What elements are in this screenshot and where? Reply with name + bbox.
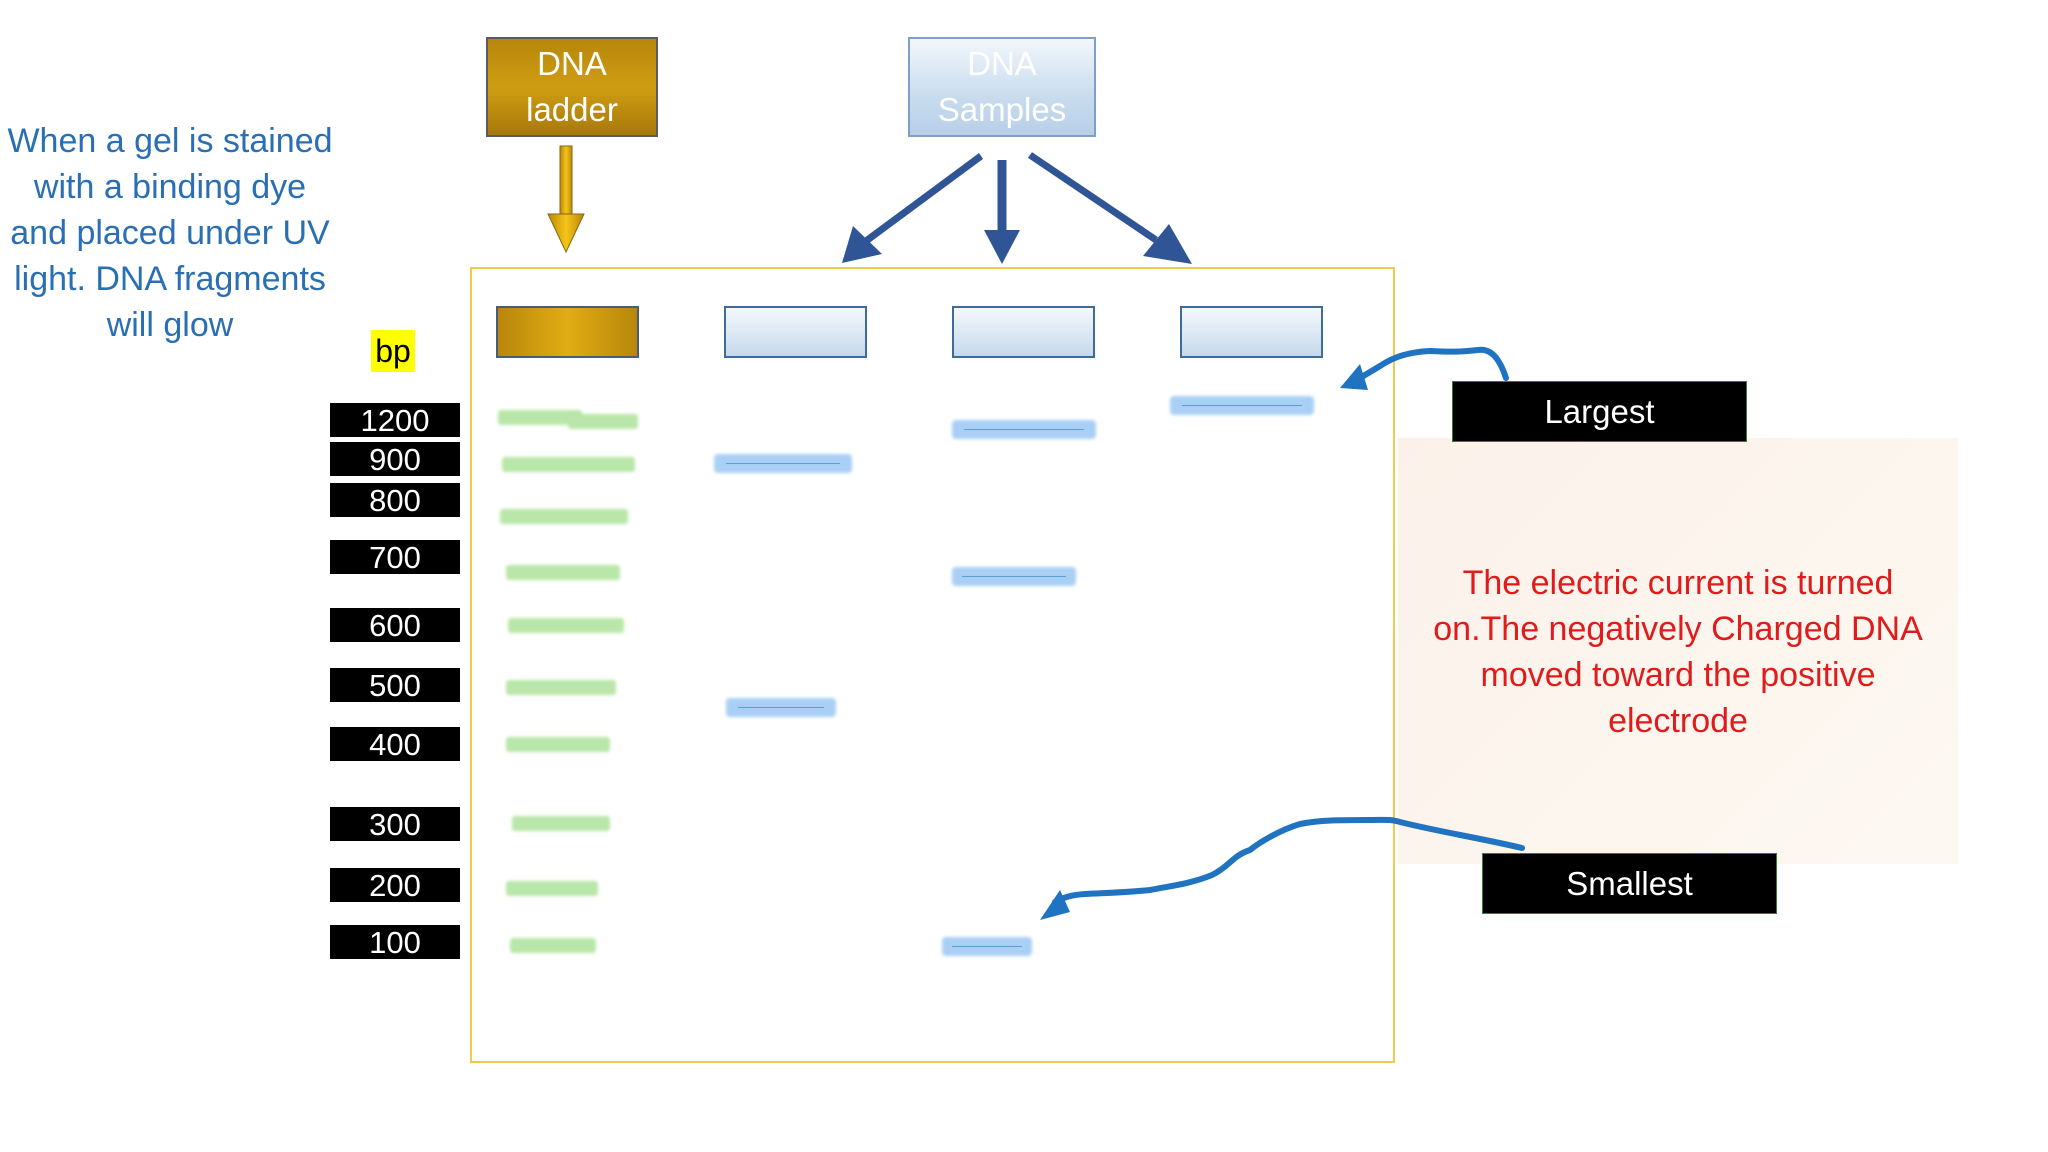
size-tag-400: 400 [330, 727, 460, 762]
size-tag-900: 900 [330, 442, 460, 477]
ladder-band-200 [506, 881, 598, 896]
ladder-band-1200 [568, 414, 638, 429]
uv-stain-note: When a gel is stained with a binding dye… [0, 118, 340, 348]
size-tag-1200: 1200 [330, 403, 460, 438]
sample-band-line [964, 429, 1084, 430]
electric-current-note-line: moved toward the positive [1480, 656, 1876, 694]
sample-band-line [738, 707, 824, 708]
size-tag-700: 700 [330, 540, 460, 575]
ladder-band-100 [510, 938, 596, 953]
uv-stain-note-line: and placed under UV [10, 214, 330, 252]
sample-arrow-left [842, 153, 984, 263]
sample-band-line [962, 576, 1066, 577]
sample-well-2 [952, 306, 1095, 358]
dna-samples-header: DNA Samples [908, 37, 1096, 137]
size-tag-500: 500 [330, 668, 460, 703]
ladder-band-600 [508, 618, 624, 633]
sample-band-line [1182, 405, 1302, 406]
electric-current-note-line: on.The negatively Charged DNA [1433, 610, 1923, 648]
smallest-callout: Smallest [1482, 853, 1777, 914]
size-tag-800: 800 [330, 483, 460, 518]
dna-ladder-header-line: DNA [537, 45, 607, 82]
uv-stain-note-line: will glow [106, 306, 234, 344]
uv-stain-note-line: with a binding dye [33, 168, 307, 206]
largest-pointer-arrow [1340, 346, 1509, 390]
ladder-well [496, 306, 639, 358]
sample-band-line [952, 946, 1022, 947]
size-tag-300: 300 [330, 807, 460, 842]
ladder-band-300 [512, 816, 610, 831]
dna-samples-header-line: Samples [937, 91, 1067, 128]
ladder-band-700 [506, 565, 620, 580]
ladder-band-900 [502, 457, 635, 472]
dna-ladder-header-line: ladder [526, 91, 618, 128]
dna-samples-header-line: DNA [967, 45, 1037, 82]
size-tag-200: 200 [330, 868, 460, 903]
smallest-pointer-arrow [1040, 816, 1525, 920]
uv-stain-note-line: When a gel is stained [7, 122, 333, 160]
dna-ladder-header: DNA ladder [486, 37, 658, 137]
electrode-note-panel [1398, 438, 1958, 864]
ladder-band-1200 [498, 410, 582, 425]
sample-arrow-center [984, 160, 1020, 264]
sample-arrow-right [1028, 152, 1192, 264]
ladder-down-arrow [547, 145, 585, 254]
ladder-band-800 [500, 509, 628, 524]
sample-well-1 [724, 306, 867, 358]
electric-current-note: The electric current is turned on.The ne… [1420, 560, 1936, 744]
uv-stain-note-line: light. DNA fragments [14, 260, 326, 298]
bp-label: bp [371, 330, 415, 372]
largest-callout: Largest [1452, 381, 1747, 442]
ladder-band-500 [506, 680, 616, 695]
sample-band-line [726, 463, 840, 464]
ladder-band-400 [506, 737, 610, 752]
electric-current-note-line: The electric current is turned [1462, 564, 1894, 602]
sample-well-3 [1180, 306, 1323, 358]
size-tag-600: 600 [330, 608, 460, 643]
electric-current-note-line: electrode [1608, 702, 1748, 740]
size-tag-100: 100 [330, 925, 460, 960]
